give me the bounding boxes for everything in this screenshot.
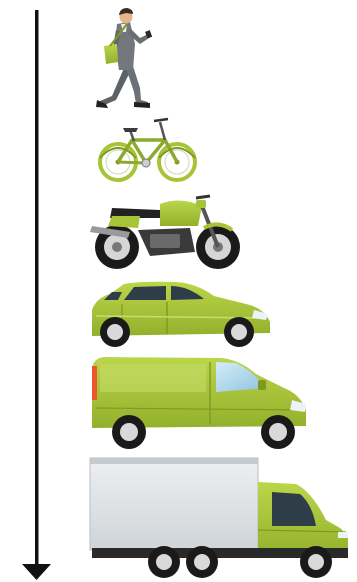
walking-person-icon (96, 8, 152, 108)
arrow-shaft (35, 10, 39, 568)
bicycle-icon (100, 119, 195, 180)
motorcycle-icon (90, 196, 240, 269)
down-arrow (22, 10, 51, 580)
arrow-head-icon (22, 564, 51, 580)
van-icon (92, 357, 306, 449)
hatchback-car-icon (92, 282, 270, 347)
box-truck-icon (90, 458, 348, 578)
